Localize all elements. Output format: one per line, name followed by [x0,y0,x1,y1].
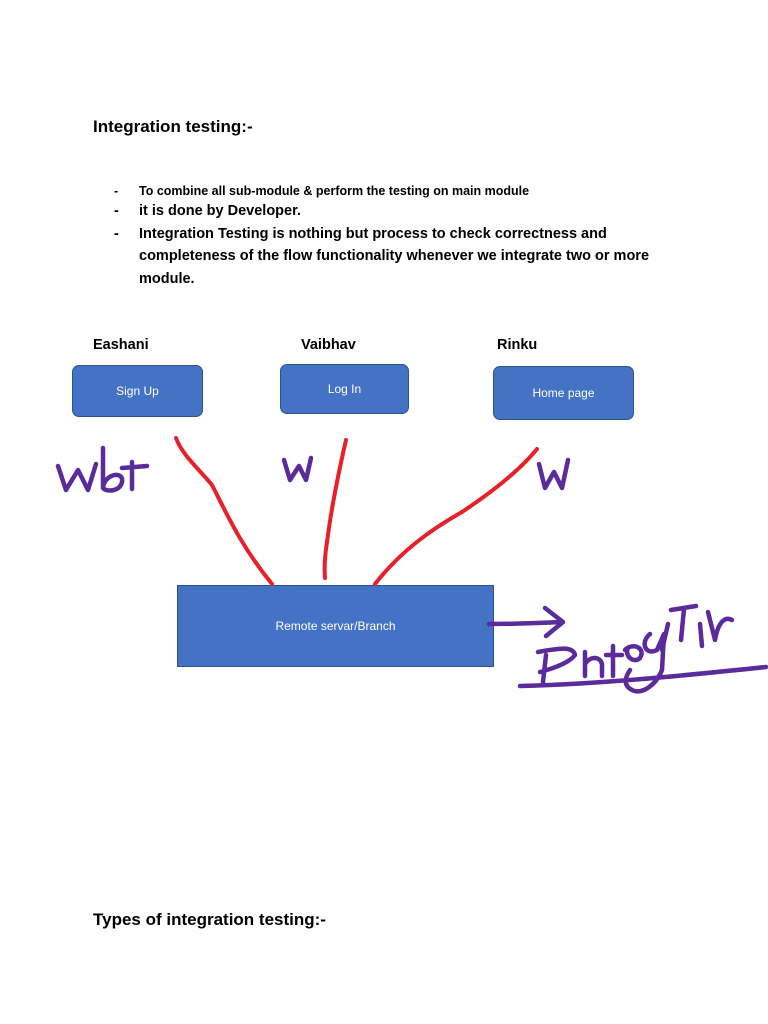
section-heading: Types of integration testing:- [93,910,326,929]
bullet-text: To combine all sub-module & perform the … [139,184,530,198]
person-label-eashani: Eashani [93,337,149,353]
person-label-vaibhav: Vaibhav [301,337,356,353]
list-item: - Integration Testing is nothing but pro… [114,223,674,291]
connector-line-sign-up [174,436,274,586]
list-item: - To combine all sub-module & perform th… [114,182,674,200]
list-item: - it is done by Developer. [114,200,674,223]
connector-line-home-page [373,447,539,586]
bullet-marker: - [114,203,119,219]
handwritten-integration-note [517,603,768,694]
handwritten-w-note [536,457,571,491]
handwritten-wbt-note [55,445,150,493]
bullet-marker: - [114,225,119,242]
bullet-text: it is done by Developer. [139,203,301,219]
module-box-sign-up: Sign Up [72,365,203,417]
connector-line-log-in [322,438,348,580]
person-label-rinku: Rinku [497,337,538,353]
module-box-log-in: Log In [280,364,409,414]
module-box-home-page: Home page [493,366,634,420]
arrow-icon [486,605,566,639]
section-heading: Integration testing:- [93,117,253,136]
bullet-marker: - [114,184,119,198]
bullet-list: - To combine all sub-module & perform th… [114,182,674,290]
server-box: Remote servar/Branch [177,585,494,667]
bullet-text: Integration Testing is nothing but proce… [139,225,650,287]
handwritten-w-note [281,455,314,483]
